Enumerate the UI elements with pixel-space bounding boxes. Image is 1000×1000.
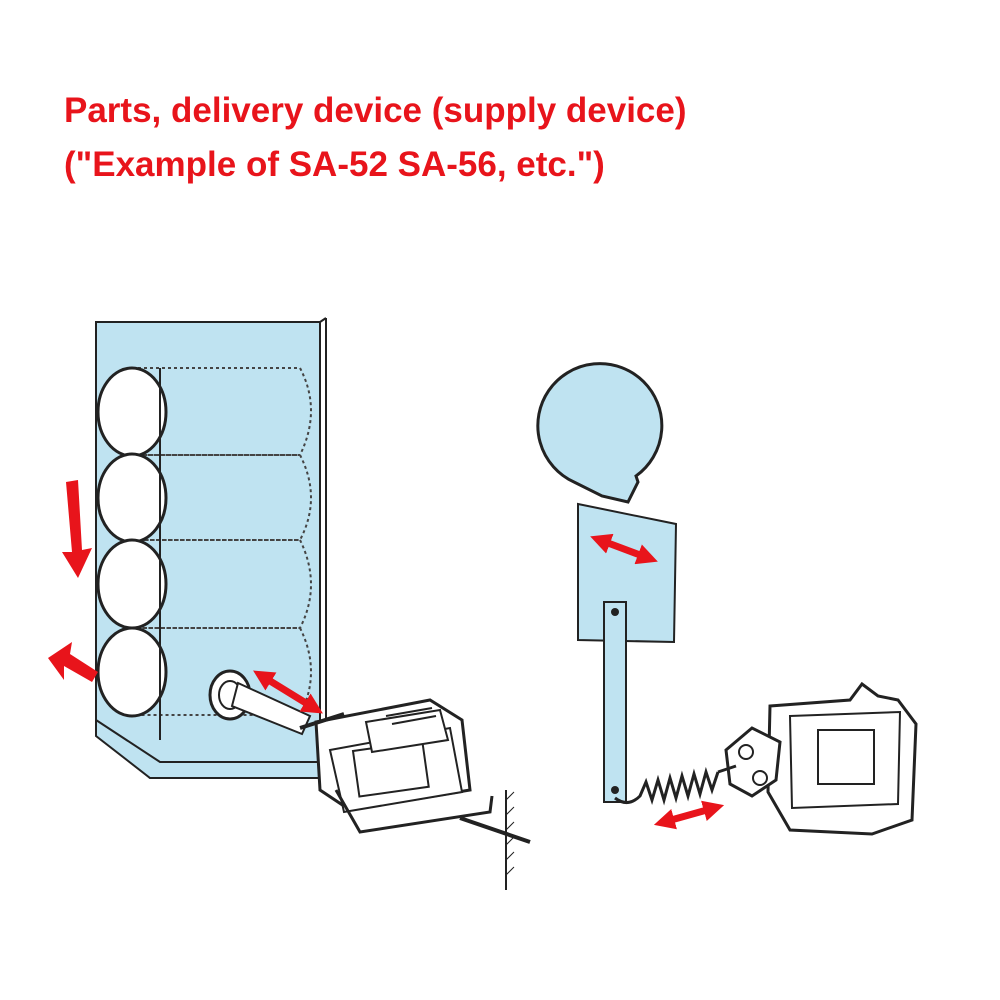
title-line-1: Parts, delivery device (supply device) [64, 91, 687, 130]
disc-feeder [536, 362, 725, 830]
link-bar [603, 601, 627, 803]
push-double-arrow-icon [253, 670, 323, 714]
down-arrow-icon [62, 480, 92, 578]
right-solenoid [717, 681, 918, 836]
spring-double-arrow-icon [653, 800, 725, 830]
slide-double-arrow-icon [590, 533, 658, 565]
cylinder-4 [96, 626, 168, 718]
rotary-disc [536, 362, 664, 504]
cylinder-3 [96, 538, 168, 630]
eject-arrow-icon [48, 642, 98, 682]
cylinder-1 [96, 366, 168, 458]
title-line-2: ("Example of SA-52 SA-56, etc.") [64, 145, 605, 184]
page-title: Parts, delivery device (supply device) (… [64, 84, 687, 192]
return-spring [614, 766, 720, 806]
cylinder-2 [96, 452, 168, 544]
left-solenoid [299, 698, 531, 890]
magazine-feeder [48, 317, 351, 779]
cylinder-stack [96, 366, 312, 740]
